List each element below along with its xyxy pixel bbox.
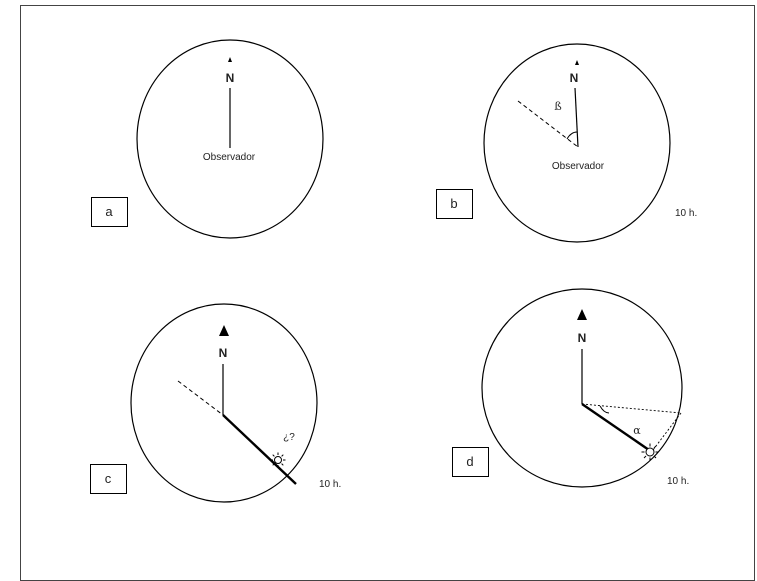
time-label: 10 h. xyxy=(675,208,697,219)
panel-c: N ¿? c 10 h. xyxy=(90,303,341,503)
panel-d: N α d 10 h. xyxy=(452,288,689,488)
panel-a: N Observador a xyxy=(91,39,324,239)
panel-letter: b xyxy=(450,196,457,211)
dashed-bearing-line xyxy=(177,380,224,416)
panel-letter-box xyxy=(436,189,473,219)
panel-b: N ß Observador b 10 h. xyxy=(436,43,697,243)
question-label: ¿? xyxy=(283,432,295,443)
sun-direction-line xyxy=(581,403,650,451)
north-label: N xyxy=(570,71,579,85)
panel-letter-box xyxy=(91,197,128,227)
panel-letter: a xyxy=(105,204,113,219)
time-label: 10 h. xyxy=(667,476,689,487)
angle-arc xyxy=(566,131,578,140)
dashed-bearing-line xyxy=(517,100,579,148)
angle-label: α xyxy=(633,424,641,437)
north-label: N xyxy=(219,346,228,360)
sun-direction-line xyxy=(222,414,297,485)
north-label: N xyxy=(226,71,235,85)
angle-arc xyxy=(599,405,610,414)
north-arrow-icon xyxy=(577,309,587,320)
north-arrow-icon xyxy=(575,60,579,65)
north-arrow-icon xyxy=(219,325,229,336)
north-line xyxy=(574,87,579,148)
dotted-reference-line xyxy=(581,403,682,414)
angle-label: ß xyxy=(554,100,561,113)
horizon-circle xyxy=(130,303,318,503)
observer-label: Observador xyxy=(203,152,256,163)
north-arrow-icon xyxy=(228,57,232,62)
panel-letter-box xyxy=(452,447,489,477)
panel-letter: c xyxy=(105,471,112,486)
time-label: 10 h. xyxy=(319,479,341,490)
panel-letter-box xyxy=(90,464,127,494)
sun-icon xyxy=(270,452,286,468)
horizon-circle xyxy=(483,43,671,243)
observer-label: Observador xyxy=(552,161,605,172)
panel-letter: d xyxy=(466,454,473,469)
north-label: N xyxy=(578,331,587,345)
page-frame xyxy=(20,5,755,581)
horizon-circle xyxy=(481,288,683,488)
horizon-circle xyxy=(136,39,324,239)
sun-icon xyxy=(641,443,659,461)
